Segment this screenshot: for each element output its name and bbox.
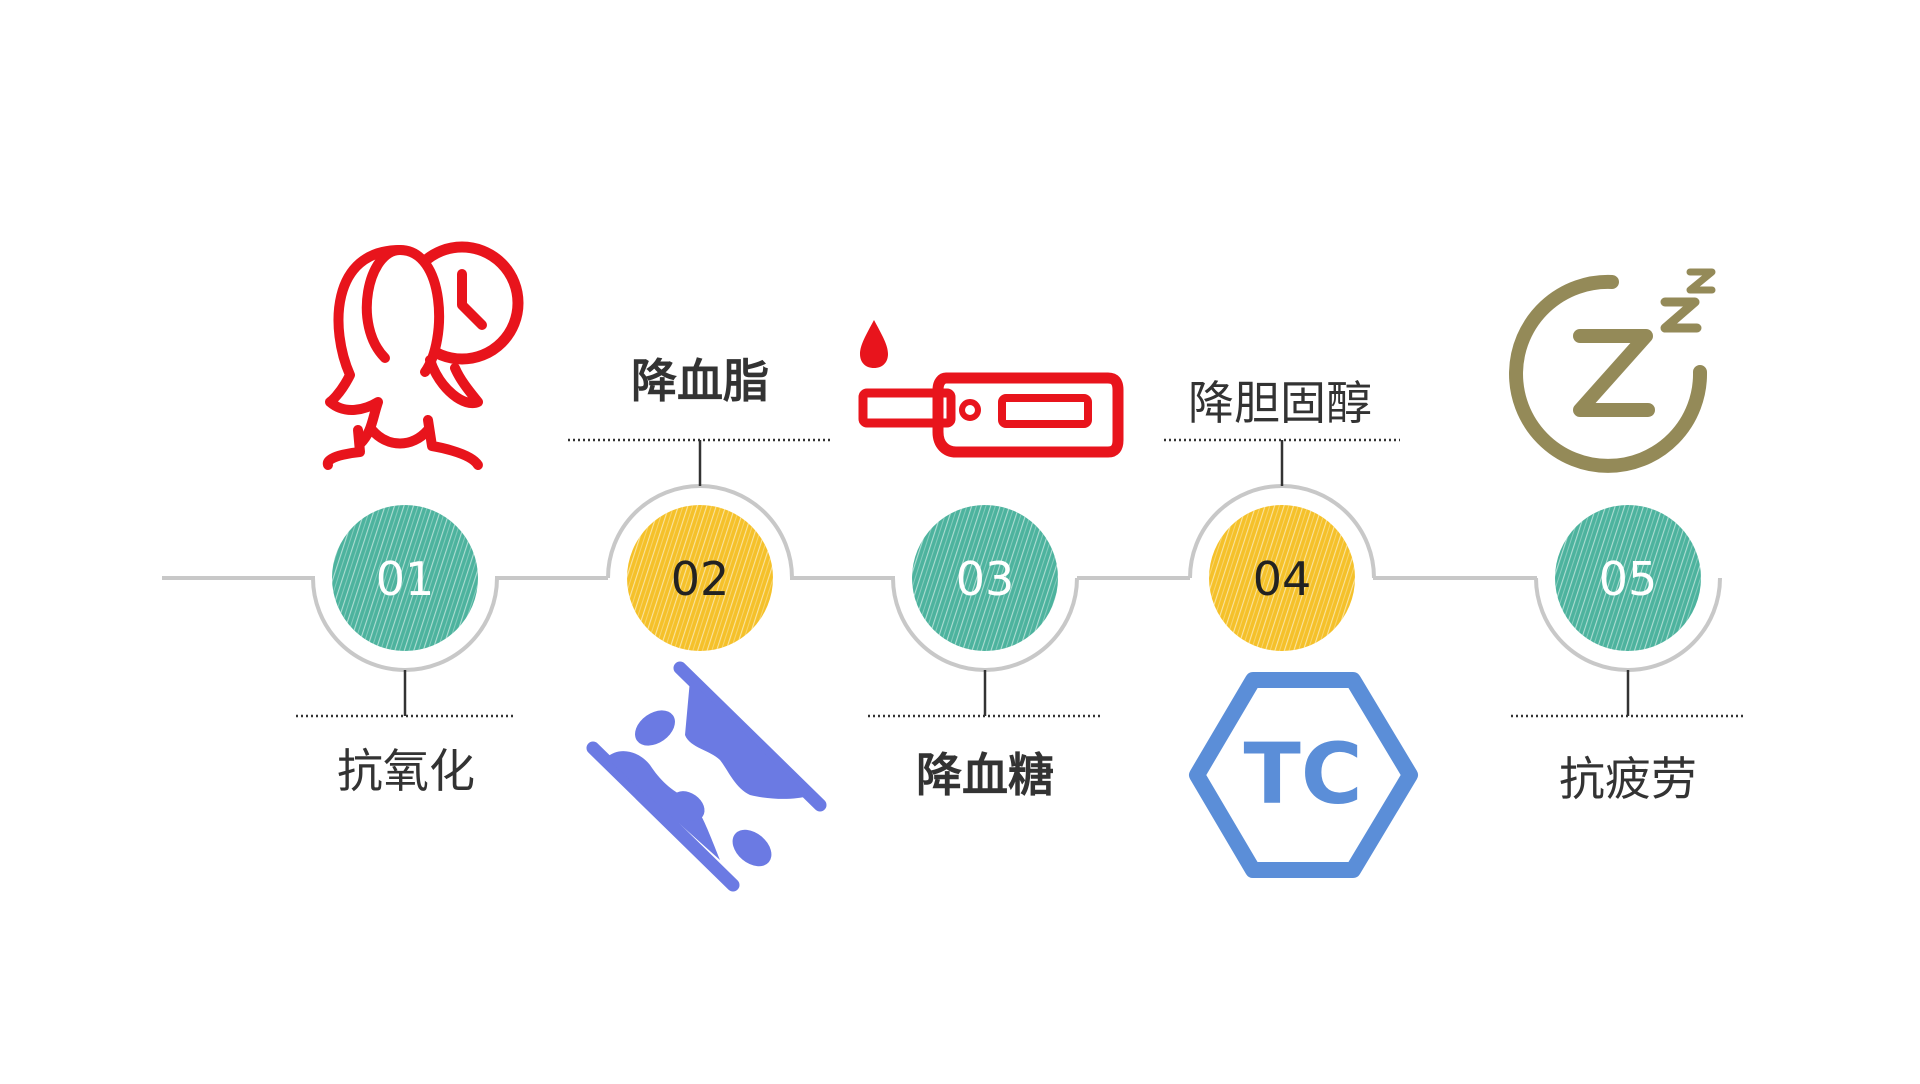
step-label-5: 抗疲劳 — [1559, 752, 1697, 806]
tc-hexagon-icon: TC — [1189, 672, 1418, 878]
connector-1 — [296, 670, 516, 718]
node-arc — [606, 484, 794, 579]
connector-5 — [1511, 670, 1745, 718]
node-texture — [332, 505, 478, 651]
sleep-zz-icon — [1509, 268, 1716, 473]
step-nodes: 01 02 03 04 05 — [311, 484, 1722, 672]
glucose-meter-icon — [858, 320, 1124, 458]
node-texture — [627, 505, 773, 651]
connector-3 — [868, 670, 1102, 718]
step-number: 01 — [376, 552, 435, 606]
node-texture — [912, 505, 1058, 651]
svg-text:TC: TC — [1244, 725, 1363, 823]
step-node-4: 04 — [1188, 484, 1376, 651]
step-label-2: 降血脂 — [631, 354, 769, 408]
step-number: 02 — [671, 552, 730, 606]
node-arc — [1534, 577, 1722, 672]
connector-4 — [1164, 438, 1400, 486]
step-node-1: 01 — [311, 505, 499, 672]
node-texture — [1555, 505, 1701, 651]
woman-clock-icon — [323, 241, 524, 470]
blood-vessel-icon — [586, 661, 827, 892]
step-node-2: 02 — [606, 484, 794, 651]
step-label-3: 降血糖 — [916, 748, 1054, 802]
step-label-1: 抗氧化 — [337, 744, 475, 798]
node-texture — [1209, 505, 1355, 651]
connector-2 — [568, 438, 832, 486]
step-label-4: 降胆固醇 — [1188, 376, 1372, 430]
step-node-3: 03 — [891, 505, 1079, 672]
connectors — [296, 438, 1745, 718]
step-number: 03 — [956, 552, 1015, 606]
node-arc — [891, 577, 1079, 672]
step-number: 04 — [1253, 552, 1312, 606]
node-arc — [311, 577, 499, 672]
step-node-5: 05 — [1534, 505, 1722, 672]
node-arc — [1188, 484, 1376, 579]
step-number: 05 — [1599, 552, 1658, 606]
